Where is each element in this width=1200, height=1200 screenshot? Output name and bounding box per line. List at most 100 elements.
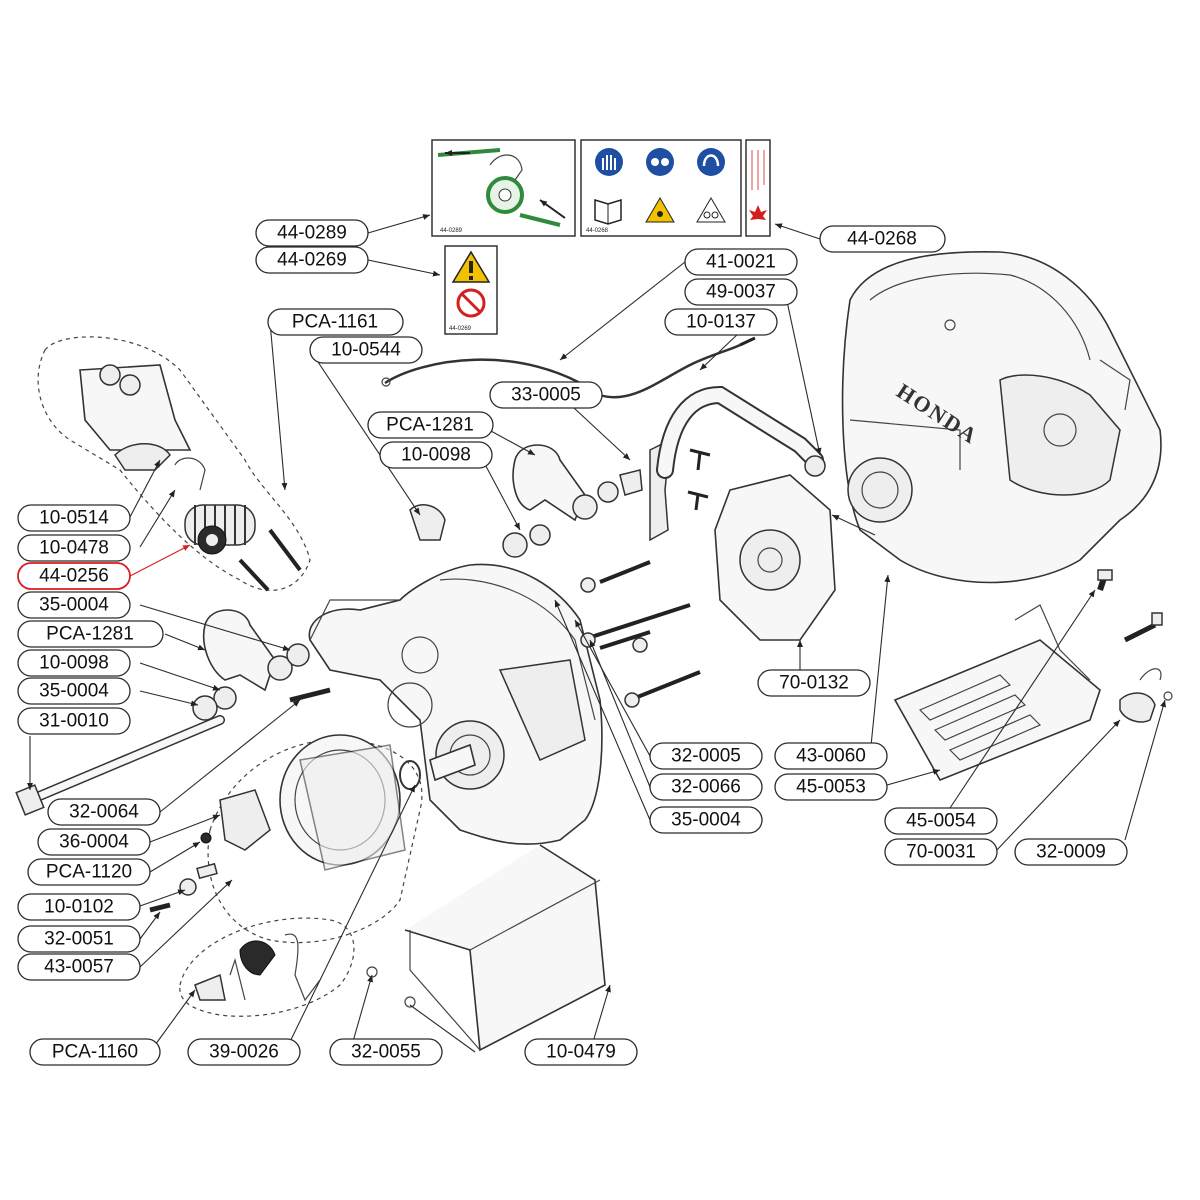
svg-text:PCA-1120: PCA-1120 xyxy=(46,862,132,883)
svg-text:32-0005: 32-0005 xyxy=(671,746,741,767)
svg-text:36-0004: 36-0004 xyxy=(59,832,129,853)
callout-32-0005: 32-0005 xyxy=(649,742,763,770)
knob-assembly xyxy=(1119,668,1162,723)
svg-text:45-0053: 45-0053 xyxy=(796,777,866,798)
callout-49-0037: 49-0037 xyxy=(684,278,798,306)
guard xyxy=(366,844,606,1052)
callout-10-0098-bottom: 10-0098 xyxy=(17,649,131,677)
svg-text:32-0064: 32-0064 xyxy=(69,802,139,823)
throttle-cable xyxy=(381,336,756,399)
instruction-decal: 44-0289 xyxy=(431,139,576,237)
svg-text:32-0066: 32-0066 xyxy=(671,777,741,798)
roller-44-0256 xyxy=(184,504,256,555)
callout-pca-1120: PCA-1120 xyxy=(27,858,151,886)
svg-text:32-0051: 32-0051 xyxy=(44,929,114,950)
goggles-icon xyxy=(646,148,674,176)
svg-text:49-0037: 49-0037 xyxy=(706,282,776,303)
callout-43-0060: 43-0060 xyxy=(774,742,888,770)
svg-text:70-0031: 70-0031 xyxy=(906,842,976,863)
svg-text:44-0289: 44-0289 xyxy=(277,223,347,244)
svg-text:PCA-1161: PCA-1161 xyxy=(292,312,378,333)
callout-pca-1161: PCA-1161 xyxy=(267,308,404,336)
svg-text:PCA-1281: PCA-1281 xyxy=(46,624,134,645)
svg-text:10-0479: 10-0479 xyxy=(546,1042,616,1063)
svg-text:43-0060: 43-0060 xyxy=(796,746,866,767)
callout-35-0004-b: 35-0004 xyxy=(17,677,131,705)
bolts-right xyxy=(1097,569,1173,701)
callout-32-0066: 32-0066 xyxy=(649,773,763,801)
svg-text:PCA-1281: PCA-1281 xyxy=(386,415,474,436)
svg-text:10-0102: 10-0102 xyxy=(44,897,114,918)
callout-32-0064: 32-0064 xyxy=(47,798,161,826)
callout-36-0004: 36-0004 xyxy=(37,828,151,856)
warning-decal-code: 44-0269 xyxy=(449,326,472,332)
callout-70-0031: 70-0031 xyxy=(884,838,998,866)
callout-43-0057: 43-0057 xyxy=(17,953,141,981)
instruction-decal-code: 44-0289 xyxy=(440,228,463,234)
svg-text:35-0004: 35-0004 xyxy=(39,681,109,702)
long-bolt xyxy=(15,715,225,816)
svg-text:10-0137: 10-0137 xyxy=(686,312,756,333)
svg-text:44-0269: 44-0269 xyxy=(277,250,347,271)
callout-32-0051: 32-0051 xyxy=(17,925,141,953)
callout-35-0004-a: 35-0004 xyxy=(17,591,131,619)
warning-decal: 44-0269 xyxy=(444,245,498,335)
callout-45-0053: 45-0053 xyxy=(774,773,888,801)
svg-text:43-0057: 43-0057 xyxy=(44,957,114,978)
ppe-decal: 44-0268 xyxy=(580,139,742,237)
svg-text:35-0004: 35-0004 xyxy=(39,595,109,616)
svg-text:41-0021: 41-0021 xyxy=(706,252,776,273)
exhaust-tube xyxy=(656,385,826,479)
svg-text:10-0478: 10-0478 xyxy=(39,538,109,559)
hook-assembly xyxy=(179,917,355,1017)
svg-text:10-0544: 10-0544 xyxy=(331,340,401,361)
callout-32-0009: 32-0009 xyxy=(1014,838,1128,866)
engine-base-plate xyxy=(893,604,1101,782)
svg-text:31-0010: 31-0010 xyxy=(39,711,109,732)
callout-35-0004-c: 35-0004 xyxy=(649,806,763,834)
callout-44-0269: 44-0269 xyxy=(255,246,369,274)
svg-text:35-0004: 35-0004 xyxy=(671,810,741,831)
callout-10-0514: 10-0514 xyxy=(17,504,131,532)
svg-text:44-0268: 44-0268 xyxy=(847,229,917,250)
callout-10-0137: 10-0137 xyxy=(664,308,778,336)
ppe-decal-code: 44-0268 xyxy=(586,228,609,234)
ear-protection-icon xyxy=(697,148,725,176)
callout-44-0256-highlighted: 44-0256 xyxy=(17,562,131,590)
upper-fork-assembly xyxy=(502,444,643,558)
lower-fork-assembly xyxy=(192,609,331,721)
canada-warning-decal xyxy=(745,139,771,237)
gloves-icon xyxy=(595,148,623,176)
leader-lines xyxy=(27,214,1166,1053)
svg-text:10-0098: 10-0098 xyxy=(401,445,471,466)
callout-10-0102: 10-0102 xyxy=(17,893,141,921)
svg-text:PCA-1160: PCA-1160 xyxy=(52,1042,138,1063)
callout-45-0054: 45-0054 xyxy=(884,807,998,835)
callout-10-0479: 10-0479 xyxy=(524,1038,638,1066)
callout-32-0055: 32-0055 xyxy=(329,1038,443,1066)
coupling xyxy=(714,474,836,641)
callout-39-0026: 39-0026 xyxy=(187,1038,301,1066)
bolts-center xyxy=(580,448,711,708)
capstan-drum xyxy=(149,734,423,944)
svg-text:10-0098: 10-0098 xyxy=(39,653,109,674)
callout-pca-1281-top: PCA-1281 xyxy=(367,411,494,439)
callout-31-0010: 31-0010 xyxy=(17,707,131,735)
hand-crush-warning-icon xyxy=(645,197,675,223)
pinch-point-warning-icon xyxy=(696,197,726,223)
engine: HONDA xyxy=(841,250,1162,584)
callout-pca-1281-bottom: PCA-1281 xyxy=(17,620,164,648)
callout-44-0289: 44-0289 xyxy=(255,219,369,247)
svg-text:32-0055: 32-0055 xyxy=(351,1042,421,1063)
maple-leaf-icon xyxy=(749,205,767,220)
callout-pca-1160: PCA-1160 xyxy=(29,1038,161,1066)
svg-text:44-0256: 44-0256 xyxy=(39,566,109,587)
callout-10-0478: 10-0478 xyxy=(17,534,131,562)
svg-text:70-0132: 70-0132 xyxy=(779,673,849,694)
callout-41-0021: 41-0021 xyxy=(684,248,798,276)
svg-text:33-0005: 33-0005 xyxy=(511,385,581,406)
callout-44-0268: 44-0268 xyxy=(819,225,946,253)
callout-70-0132: 70-0132 xyxy=(757,669,871,697)
svg-text:32-0009: 32-0009 xyxy=(1036,842,1106,863)
